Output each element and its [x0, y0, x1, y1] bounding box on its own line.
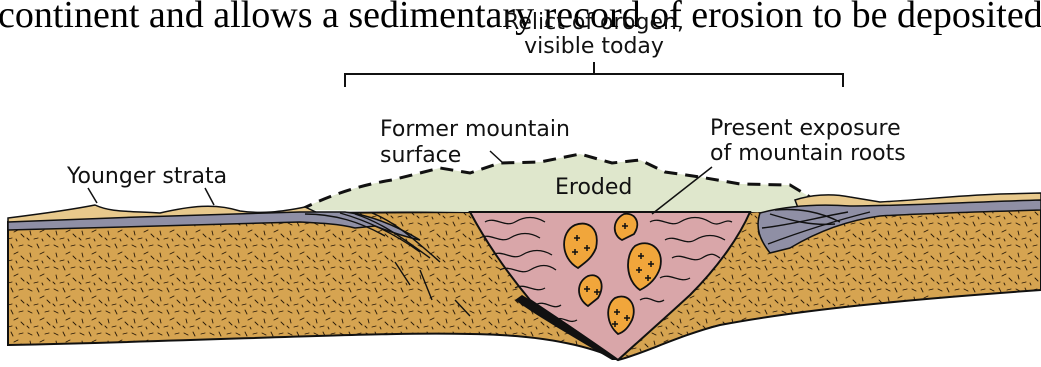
label-former-line2: surface [380, 143, 461, 168]
leader-former-surface [490, 151, 503, 163]
leader-younger-right [205, 188, 214, 205]
label-eroded: Eroded [555, 175, 632, 200]
label-present-line2: of mountain roots [710, 141, 906, 166]
label-present-line1: Present exposure [710, 116, 901, 141]
bracket-icon [345, 62, 843, 87]
leader-younger-left [88, 188, 97, 203]
label-relict-line2: visible today [524, 34, 664, 59]
label-younger-strata: Younger strata [66, 164, 227, 189]
label-former-line1: Former mountain [380, 117, 570, 142]
label-relict-line1: Relict of orogen, [504, 10, 684, 35]
